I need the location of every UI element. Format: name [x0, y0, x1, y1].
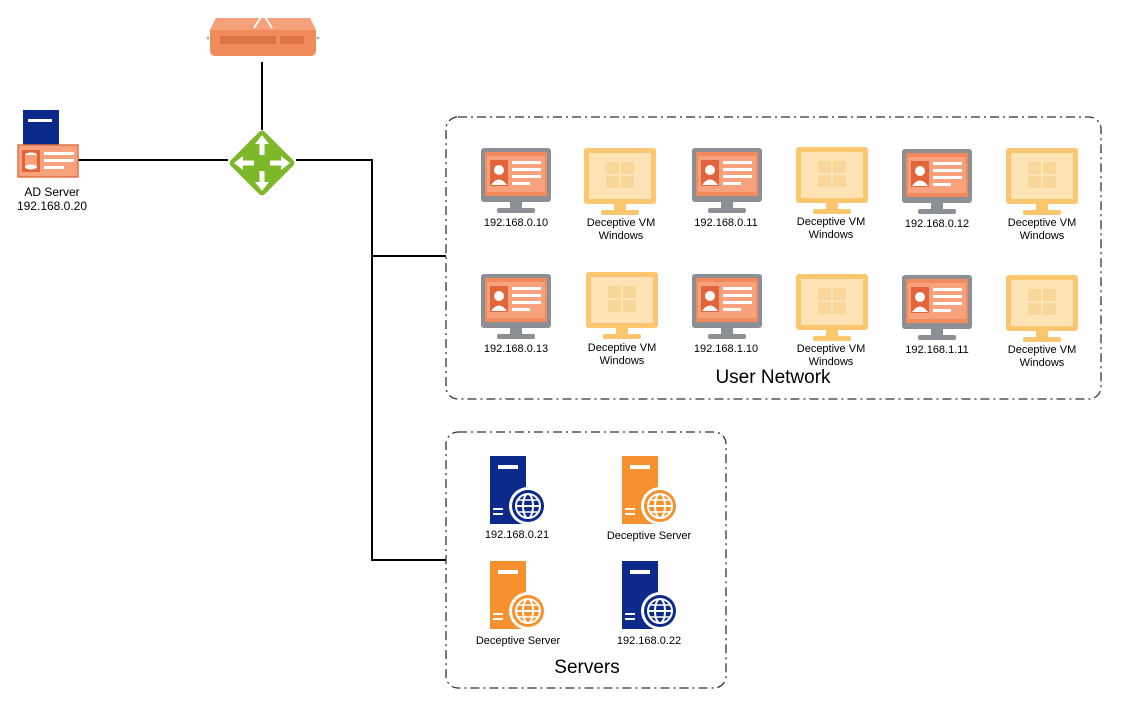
server-label: Deceptive Server [475, 635, 561, 647]
workstation-icon [692, 274, 762, 339]
link-router-networks [296, 159, 446, 561]
node-os: Windows [599, 355, 645, 367]
workstation-icon [692, 148, 762, 213]
windows-monitor-icon [586, 272, 658, 339]
node-ip: 192.168.0.13 [483, 343, 549, 355]
connection-lines [78, 62, 446, 561]
user-node-label: 192.168.0.12 [905, 218, 969, 231]
node-name: Deceptive VM [586, 217, 656, 229]
server-label: 192.168.0.22 [616, 635, 682, 647]
servers-zone [445, 431, 727, 689]
user-node-label: Deceptive VM Windows [797, 216, 865, 242]
windows-monitor-icon [1006, 275, 1078, 342]
node-ip: 192.168.0.10 [483, 217, 549, 229]
user-node-label: Deceptive VM Windows [588, 342, 656, 368]
workstation-icon [902, 149, 972, 214]
server-label: 192.168.0.21 [484, 529, 550, 541]
user-node-label: 192.168.1.10 [694, 343, 758, 356]
node-os: Windows [808, 356, 854, 368]
windows-monitor-icon [796, 147, 868, 214]
server-label: Deceptive Server [606, 530, 692, 542]
deceptive-server-icon [621, 455, 680, 526]
workstation-icon [902, 275, 972, 340]
node-name: Deceptive VM [587, 342, 657, 354]
web-server-icon [489, 455, 548, 526]
user-node-label: Deceptive VM Windows [1008, 344, 1076, 370]
node-ip: 192.168.0.11 [694, 217, 758, 229]
user-network-title: User Network [715, 367, 831, 388]
windows-monitor-icon [796, 274, 868, 341]
workstation-icon [481, 148, 551, 213]
ad-server-name: AD Server [24, 185, 80, 199]
node-os: Windows [1019, 230, 1065, 242]
node-os: Windows [598, 230, 644, 242]
user-network-zone [445, 116, 1102, 400]
workstation-icon [481, 274, 551, 339]
user-node-label: Deceptive VM Windows [1008, 217, 1076, 243]
firewall-icon [206, 12, 320, 56]
user-node-label: 192.168.0.13 [484, 343, 548, 356]
node-name: Deceptive VM [1007, 217, 1077, 229]
user-node-label: 192.168.0.10 [484, 217, 548, 230]
user-node-label: Deceptive VM Windows [587, 217, 655, 243]
web-server-icon [621, 560, 680, 631]
node-os: Windows [1019, 357, 1065, 369]
user-node-label: Deceptive VM Windows [797, 343, 865, 369]
node-ip: 192.168.0.12 [904, 218, 970, 230]
user-node-label: 192.168.0.11 [694, 217, 757, 230]
ad-server-ip: 192.168.0.20 [16, 199, 88, 213]
router-icon [229, 130, 295, 196]
deceptive-server-icon [489, 560, 548, 631]
node-name: Deceptive VM [1007, 344, 1077, 356]
node-name: Deceptive VM [796, 216, 866, 228]
user-node-label: 192.168.1.11 [905, 344, 968, 357]
ad-server-label: AD Server 192.168.0.20 [17, 185, 87, 213]
servers-title: Servers [554, 657, 620, 678]
windows-monitor-icon [1006, 148, 1078, 215]
node-os: Windows [808, 229, 854, 241]
node-ip: 192.168.1.10 [693, 343, 759, 355]
node-name: Deceptive VM [796, 343, 866, 355]
windows-monitor-icon [584, 148, 656, 215]
ad-server-icon [17, 110, 79, 178]
node-ip: 192.168.1.11 [905, 344, 969, 356]
